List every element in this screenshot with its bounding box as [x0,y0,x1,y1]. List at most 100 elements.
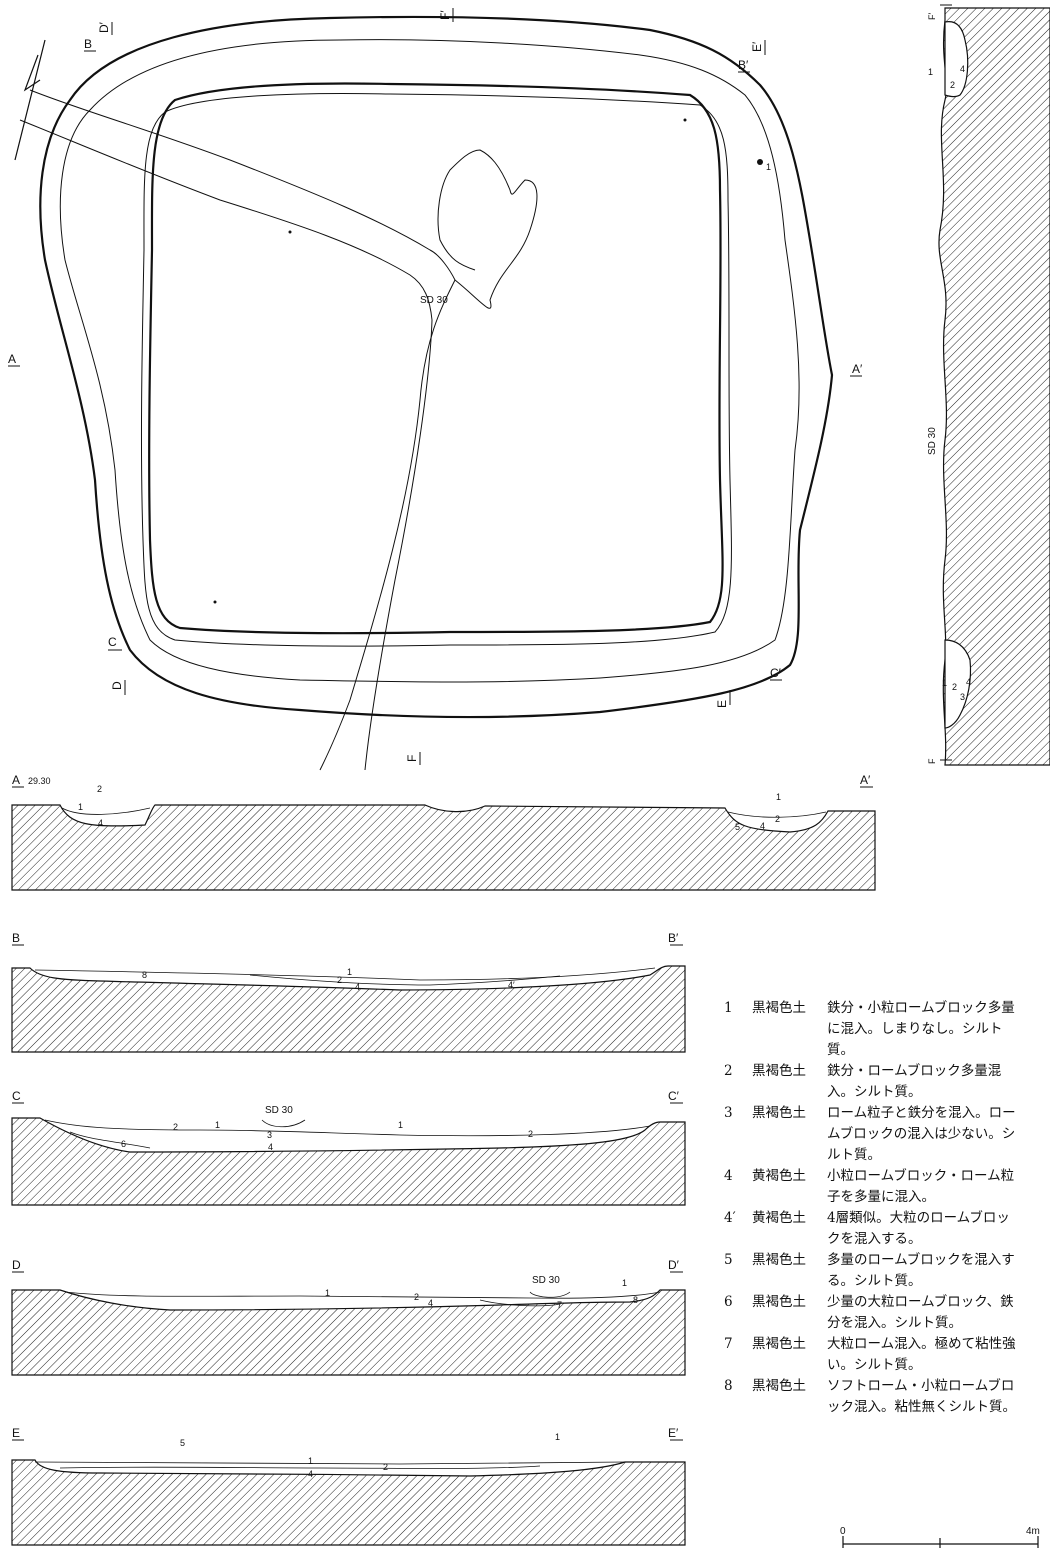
section-D-layer-label: 8 [633,1295,638,1305]
section-A-layer-label: 1 [776,792,781,802]
plan-label-A: A [8,352,16,366]
section-E-layer-label: 4 [308,1469,313,1479]
plan-label-F: F [405,755,419,762]
profile-F-label: F [927,758,937,764]
legend-description: ローム粒子と鉄分を混入。ロームブロックの混入は少ない。シルト質。 [827,1105,1016,1163]
plan-view [8,8,862,771]
section-E-layer-label: 5 [180,1438,185,1448]
section-A-layer-label: 5 [735,822,740,832]
sd30-ditch-right [19,119,433,771]
section-C-layer-label: 4 [268,1142,273,1152]
profile-F-layer-label: 2 [950,80,955,90]
plan-label-D: D [110,681,124,690]
section-E [11,1439,686,1546]
section-C-layer-label: 3 [267,1130,272,1140]
section-C-layer-label: 1 [398,1120,403,1130]
moat-inner-edge [148,82,724,635]
section-D-layer-label: 2 [414,1292,419,1302]
legend-layer-number: 6 [724,1294,733,1310]
section-B-layer-label: 8 [142,970,147,980]
plan-label-D-prime: D′ [97,21,111,33]
plan-label-A-prime: A′ [852,362,863,376]
section-E-layer-label: 1 [308,1456,313,1466]
section-A-end-label: A′ [860,773,871,787]
section-D-layer-label: 1 [325,1288,330,1298]
legend-soil-name: 黒褐色土 [752,1378,806,1394]
legend-layer-number: 7 [724,1336,733,1352]
section-D-end-label: D′ [668,1258,680,1272]
plan-label-B: B [84,37,92,51]
profile-F-layer-label: 1 [942,678,947,688]
legend-layer-number: 3 [724,1105,733,1121]
profile-F-layer-label: 3 [960,692,965,702]
legend-layer-number: 4 [724,1168,733,1184]
legend-description: 小粒ロームブロック・ローム粒子を多量に混入。 [827,1168,1015,1205]
legend-item: 4 黄褐色土 小粒ロームブロック・ローム粒子を多量に混入。 [724,1166,1044,1208]
section-C-layer-label: 6 [121,1139,126,1149]
intrusion-line-2 [23,54,41,92]
section-C-layer-label: 2 [173,1122,178,1132]
plan-label-C-prime: C′ [770,666,782,680]
profile-F-layer-label: 1 [928,67,933,77]
legend-soil-name: 黒褐色土 [752,1105,806,1121]
legend-item: 5 黒褐色土 多量のロームブロックを混入する。シルト質。 [724,1250,1044,1292]
legend-soil-name: 黒褐色土 [752,1252,806,1268]
section-D-layer-label: 1 [622,1278,627,1288]
legend-description: 多量のロームブロックを混入する。シルト質。 [827,1252,1015,1289]
section-E-start-label: E [12,1426,20,1440]
legend-description: 大粒ローム混入。極めて粘性強い。シルト質。 [827,1336,1016,1373]
legend-soil-name: 黄褐色土 [752,1168,806,1184]
plan-label-B-prime: B′ [738,58,749,72]
section-A-layer-label: 4 [760,821,765,831]
section-E-soil [11,1459,686,1546]
scale-end-label: 4m [1026,1526,1040,1537]
legend-soil-name: 黒褐色土 [752,1294,806,1310]
legend-description: 鉄分・小粒ロームブロック多量に混入。しまりなし。シルト質。 [827,1000,1015,1058]
section-E-end-label: E′ [668,1426,679,1440]
section-D-layer-label: 4 [428,1298,433,1308]
profile-F-layer-label: 2 [952,682,957,692]
section-B [11,944,686,1053]
section-A-layer-label: 2 [97,784,102,794]
moat-inner-line [140,92,732,647]
legend-soil-name: 黒褐色土 [752,1336,806,1352]
section-C-end-label: C′ [668,1089,680,1103]
section-B-layer-label: 4 [355,982,360,992]
legend-soil-name: 黒褐色土 [752,1000,806,1016]
legend-soil-name: 黒褐色土 [752,1063,806,1079]
moat-outer-edge [39,15,834,719]
section-C-soil [11,1117,686,1206]
plan-point-1-label: 1 [766,162,771,172]
sd30-ditch-branch [437,149,538,309]
profile-F-prime-label: F′ [927,13,937,20]
section-C-layer-label: 2 [528,1129,533,1139]
profile-F-layer-label: 4 [966,677,971,687]
legend-layer-number: 5 [724,1252,733,1268]
section-E-layer-label: 1 [555,1432,560,1442]
profile-F-pit-top [944,20,969,98]
section-D-start-label: D [12,1258,21,1272]
section-C-layer-label: 1 [215,1120,220,1130]
section-B-soil [11,965,686,1053]
moat-middle-line [59,39,800,683]
section-D-sd30-label: SD 30 [532,1275,560,1286]
plan-label-E-prime: E′ [750,41,764,52]
section-B-layer-label: 4′ [508,980,515,990]
section-A-layer-label: 2 [775,814,780,824]
section-A-layer-label: 1 [78,802,83,812]
plan-label-E: E [715,700,729,708]
sd30-ditch [29,89,456,771]
scale-start-label: 0 [840,1526,846,1537]
section-D-view [11,1271,686,1376]
section-B-end-label: B′ [668,931,679,945]
legend-description: 鉄分・ロームブロック多量混入。シルト質。 [827,1063,1002,1100]
section-A-start-label: A [12,773,20,787]
section-C-start-label: C [12,1089,21,1103]
